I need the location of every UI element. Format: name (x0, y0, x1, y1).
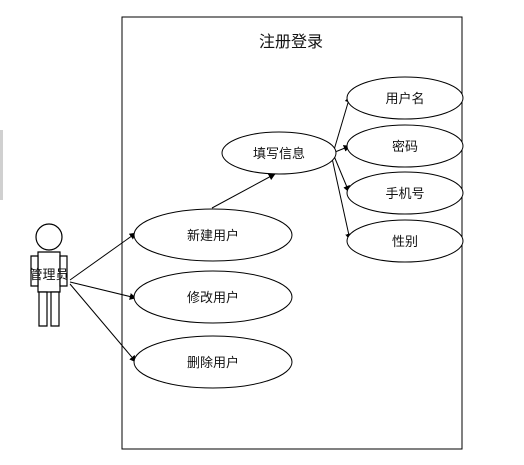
actor-label: 管理员 (29, 268, 68, 283)
actor-head (35, 223, 63, 251)
edge-artifact (0, 130, 3, 200)
usecase-edit-user[interactable]: 修改用户 (133, 270, 293, 324)
usecase-phone-label: 手机号 (385, 187, 424, 202)
usecase-gender[interactable]: 性别 (346, 219, 464, 263)
arrow-actor-edit (69, 281, 137, 300)
arrow-fill-username (333, 95, 352, 151)
usecase-password-label: 密码 (392, 139, 418, 155)
usecase-edit-user-label: 修改用户 (187, 290, 239, 306)
usecase-username-label: 用户名 (385, 91, 424, 107)
system-boundary (121, 16, 463, 450)
usecase-phone[interactable]: 手机号 (346, 171, 464, 215)
usecase-username[interactable]: 用户名 (346, 76, 464, 120)
usecase-password[interactable]: 密码 (346, 124, 464, 168)
usecase-gender-label: 性别 (392, 235, 418, 250)
actor-admin[interactable]: 管理员 (29, 223, 69, 327)
arrow-actor-create (69, 232, 137, 281)
arrow-actor-delete (69, 283, 137, 363)
arrow-fill-phone (333, 155, 350, 193)
usecase-create-user[interactable]: 新建用户 (133, 208, 293, 262)
arrow-fill-gender (331, 157, 353, 241)
usecase-create-user-label: 新建用户 (187, 228, 239, 244)
usecase-fill-info[interactable]: 填写信息 (221, 131, 337, 175)
actor-right-arm (59, 255, 68, 287)
usecase-fill-info-label: 填写信息 (253, 146, 305, 162)
arrow-create-fill (211, 173, 276, 209)
usecase-delete-user-label: 删除用户 (187, 355, 239, 371)
system-title: 注册登录 (259, 32, 323, 51)
usecase-delete-user[interactable]: 删除用户 (133, 335, 293, 389)
actor-left-arm (30, 255, 39, 287)
actor-left-leg (38, 291, 48, 327)
actor-right-leg (50, 291, 60, 327)
